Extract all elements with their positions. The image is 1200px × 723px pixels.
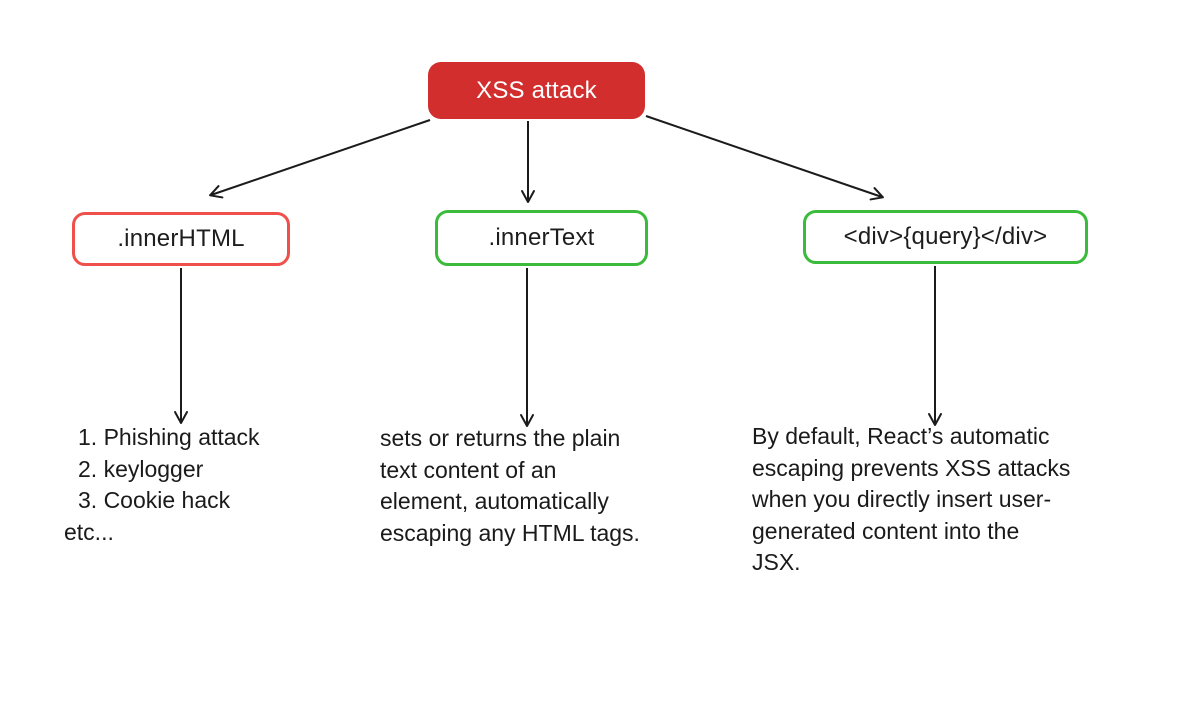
note-line: escaping any HTML tags.: [380, 519, 640, 546]
note-line: JSX.: [752, 549, 801, 575]
note-line: 3. Cookie hack: [78, 487, 231, 513]
node-innerhtml: .innerHTML: [72, 212, 290, 266]
note-line: sets or returns the plain: [380, 425, 621, 451]
node-innertext-label: .innerText: [488, 224, 595, 251]
note-line: 1. Phishing attack: [78, 424, 260, 450]
arrow-root-to-innerhtml: [209, 119, 431, 199]
note-line: etc...: [64, 518, 114, 545]
note-line: escaping prevents XSS attacks: [752, 454, 1071, 481]
note-line: text content of an: [380, 456, 557, 483]
note-line: element, automatically: [380, 488, 609, 514]
note-line: By default, React’s automatic: [752, 423, 1050, 449]
arrow-root-to-jsx-query: [645, 115, 884, 201]
node-innertext: .innerText: [435, 210, 648, 266]
note-innertext-description: sets or returns the plain text content o…: [380, 423, 640, 549]
note-innerhtml-consequences: 1. Phishing attack 2. keylogger 3. Cooki…: [64, 422, 260, 548]
node-jsx-query-label: <div>{query}</div>: [843, 223, 1048, 250]
note-line: when you directly insert user-: [752, 486, 1052, 512]
node-innerhtml-label: .innerHTML: [117, 225, 245, 252]
note-line: generated content into the: [752, 517, 1020, 544]
node-jsx-query: <div>{query}</div>: [803, 210, 1088, 264]
root-node-label: XSS attack: [476, 76, 597, 104]
root-node-xss-attack: XSS attack: [428, 62, 645, 119]
note-line: 2. keylogger: [78, 455, 204, 482]
note-react-escaping-description: By default, React’s automatic escaping p…: [752, 421, 1070, 579]
